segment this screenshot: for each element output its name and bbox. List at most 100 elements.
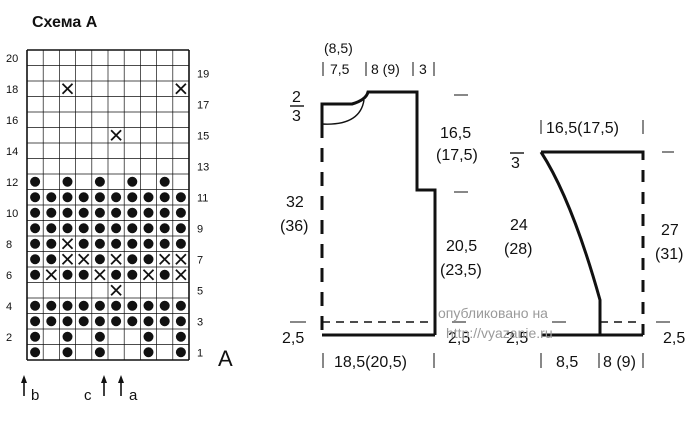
stitch-dot <box>127 254 138 265</box>
arrow-a-label: a <box>129 387 138 404</box>
stitch-dot <box>30 192 41 203</box>
stitch-dot <box>30 238 41 249</box>
stitch-dot <box>111 192 122 203</box>
row-label-right: 1 <box>197 347 203 359</box>
sleeve-bottom-1: 8,5 <box>556 354 578 371</box>
row-label-right: 13 <box>197 161 209 173</box>
stitch-dot <box>127 269 138 280</box>
stitch-cross <box>142 269 155 281</box>
stitch-dot <box>46 238 57 249</box>
stitch-dot <box>175 192 186 203</box>
stitch-dot <box>62 207 73 218</box>
stitch-dot <box>62 176 73 187</box>
arrow-b <box>21 375 27 396</box>
stitch-dot <box>127 300 138 311</box>
stitch-dot <box>62 347 73 358</box>
stitch-dot <box>62 331 73 342</box>
sleeve-top-label: 16,5(17,5) <box>546 120 619 137</box>
row-label-left: 18 <box>6 84 18 96</box>
stitch-dot <box>143 347 154 358</box>
stitch-dot <box>143 300 154 311</box>
stitch-dot <box>62 316 73 327</box>
stitch-dot <box>94 207 105 218</box>
back-left-top-2: 3 <box>292 108 301 125</box>
row-label-right: 17 <box>197 99 209 111</box>
watermark-line-1: опубликовано на <box>438 305 548 321</box>
arrow-c <box>101 375 107 396</box>
back-bottom-left: 2,5 <box>282 330 304 347</box>
stitch-dot <box>78 269 89 280</box>
stitch-dot <box>62 269 73 280</box>
stitch-dot <box>143 223 154 234</box>
stitch-chart-grid <box>26 49 190 361</box>
stitch-dot <box>46 223 57 234</box>
stitch-dot <box>94 347 105 358</box>
stitch-dot <box>159 269 170 280</box>
chart-letter: А <box>218 346 233 371</box>
stitch-dot <box>159 223 170 234</box>
stitch-dot <box>94 176 105 187</box>
stitch-dot <box>143 207 154 218</box>
stitch-dot <box>30 207 41 218</box>
row-label-left: 12 <box>6 177 18 189</box>
row-label-right: 5 <box>197 285 203 297</box>
stitch-dot <box>111 207 122 218</box>
row-label-left: 10 <box>6 208 18 220</box>
stitch-dot <box>30 300 41 311</box>
stitch-dot <box>143 316 154 327</box>
stitch-dot <box>159 176 170 187</box>
arrow-a <box>118 375 124 396</box>
row-label-right: 15 <box>197 130 209 142</box>
row-label-left: 8 <box>6 239 12 251</box>
stitch-dot <box>46 300 57 311</box>
sleeve-bottom-left: 2,5 <box>506 330 528 347</box>
stitch-dot <box>30 223 41 234</box>
sleeve-pattern <box>539 150 645 337</box>
stitch-cross <box>175 83 187 95</box>
stitch-dot <box>94 223 105 234</box>
row-label-right: 11 <box>197 192 208 204</box>
stitch-dot <box>94 238 105 249</box>
sleeve-bottom-right: 2,5 <box>663 330 685 347</box>
stitch-dot <box>30 331 41 342</box>
stitch-dot <box>143 254 154 265</box>
stitch-dot <box>30 254 41 265</box>
back-top-label-2: 7,5 <box>330 61 350 77</box>
stitch-dot <box>127 238 138 249</box>
stitch-dot <box>175 207 186 218</box>
row-label-right: 3 <box>197 316 203 328</box>
stitch-dot <box>175 223 186 234</box>
watermark-line-2: http://vyazanie.ru <box>446 325 553 341</box>
stitch-dot <box>46 207 57 218</box>
stitch-dot <box>30 269 41 280</box>
page-title: Схема А <box>32 14 98 31</box>
stitch-dot <box>127 316 138 327</box>
stitch-dot <box>175 347 186 358</box>
back-bottom-right: 2,5 <box>448 330 470 347</box>
stitch-dot <box>159 316 170 327</box>
sleeve-bottom-2: 8 (9) <box>603 354 636 371</box>
arrow-b-label: b <box>31 387 39 404</box>
stitch-cross <box>61 253 74 265</box>
stitch-dot <box>159 207 170 218</box>
stitch-dot <box>127 223 138 234</box>
stitch-chart-marks <box>30 83 187 358</box>
stitch-dot <box>94 331 105 342</box>
stitch-dot <box>175 300 186 311</box>
stitch-cross <box>110 129 122 141</box>
row-label-right: 7 <box>197 254 203 266</box>
row-label-right: 9 <box>197 223 203 235</box>
stitch-cross <box>61 238 74 250</box>
row-label-left: 2 <box>6 332 12 344</box>
stitch-dot <box>94 192 105 203</box>
stitch-dot <box>78 316 89 327</box>
stitch-dot <box>111 316 122 327</box>
sleeve-left-mid-1: 24 <box>510 217 528 234</box>
arrow-c-label: c <box>84 387 92 404</box>
stitch-cross <box>78 253 90 265</box>
row-label-right: 19 <box>197 68 209 80</box>
back-left-mid-2: (36) <box>280 218 308 235</box>
stitch-dot <box>111 223 122 234</box>
